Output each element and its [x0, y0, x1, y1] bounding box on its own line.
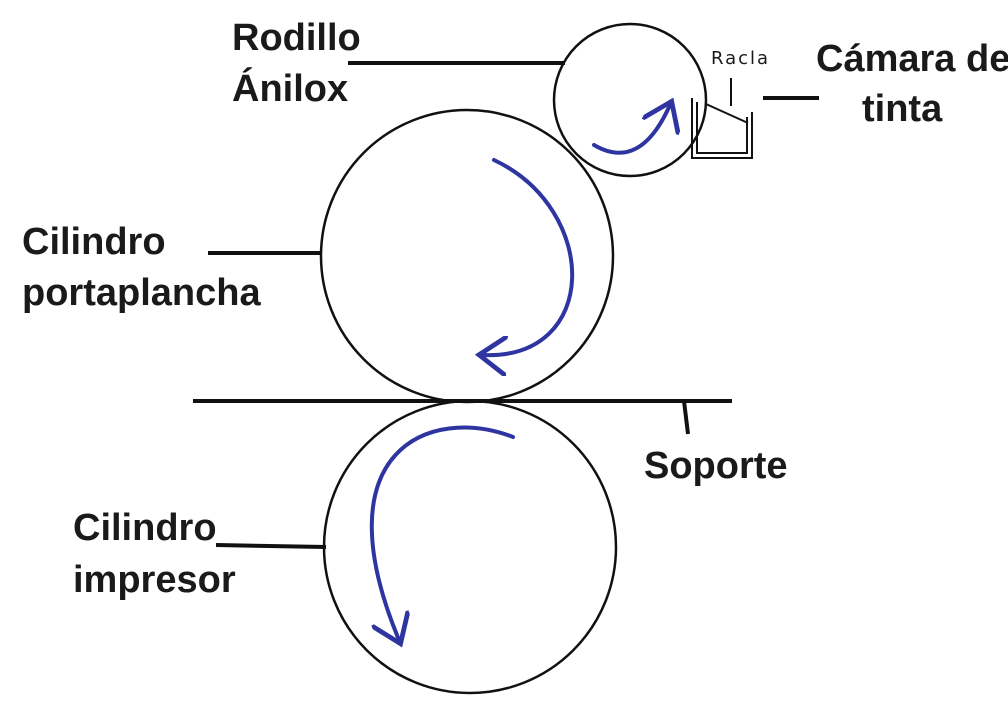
impression-label-line2: impresor [73, 559, 236, 601]
impression-label-line1: Cilindro [73, 507, 217, 549]
anilox-label-line1: Rodillo [232, 17, 361, 59]
impression-rotation-arrow [369, 425, 515, 640]
anilox-roller [552, 22, 708, 178]
plate-rotation-arrow [483, 158, 575, 355]
doctor-blade-label: Racla [711, 48, 770, 69]
ink-chamber [691, 98, 753, 159]
substrate-leader [682, 400, 690, 435]
plate-label-line2: portaplancha [22, 272, 261, 314]
doctor-blade [705, 103, 749, 124]
impression-leader [215, 543, 327, 549]
substrate-label: Soporte [644, 445, 788, 487]
plate-label-line1: Cilindro [22, 221, 166, 263]
anilox-rotation-arrow [592, 105, 670, 155]
chamber-label-line2: tinta [862, 88, 943, 130]
ink-chamber-inner [696, 102, 748, 154]
chamber-label-line1: Cámara de [816, 38, 1008, 80]
anilox-label-line2: Ánilox [232, 66, 348, 110]
impression-cylinder [322, 399, 618, 695]
